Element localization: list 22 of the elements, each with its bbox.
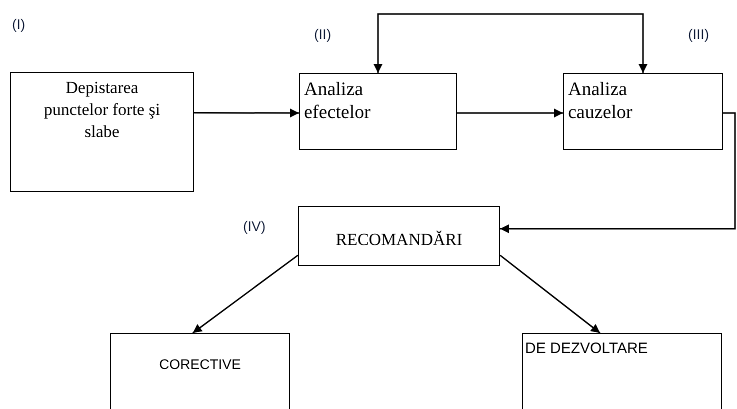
arrow bbox=[192, 254, 298, 334]
arrow bbox=[500, 112, 736, 234]
step-number: (I) bbox=[12, 15, 26, 34]
step-number: (III) bbox=[688, 25, 709, 44]
box-text: DE DEZVOLTARE bbox=[525, 339, 648, 359]
box-text: Analiza cauzelor bbox=[568, 78, 634, 124]
step-number: (II) bbox=[314, 25, 332, 44]
box-text: CORECTIVE bbox=[159, 355, 241, 374]
process-box bbox=[522, 333, 722, 409]
arrow bbox=[457, 108, 563, 118]
box-text: Analiza efectelor bbox=[304, 78, 372, 124]
process-box bbox=[563, 73, 723, 150]
process-box bbox=[299, 73, 457, 150]
arrow bbox=[194, 108, 299, 118]
arrow bbox=[374, 13, 648, 73]
arrow bbox=[500, 254, 600, 334]
box-text: RECOMANDĂRI bbox=[336, 229, 462, 251]
process-box bbox=[298, 206, 500, 266]
box-text: Depistarea punctelor forte şi slabe bbox=[43, 77, 161, 143]
process-box bbox=[110, 333, 290, 409]
step-number: (IV) bbox=[243, 217, 266, 236]
process-box bbox=[10, 72, 194, 192]
